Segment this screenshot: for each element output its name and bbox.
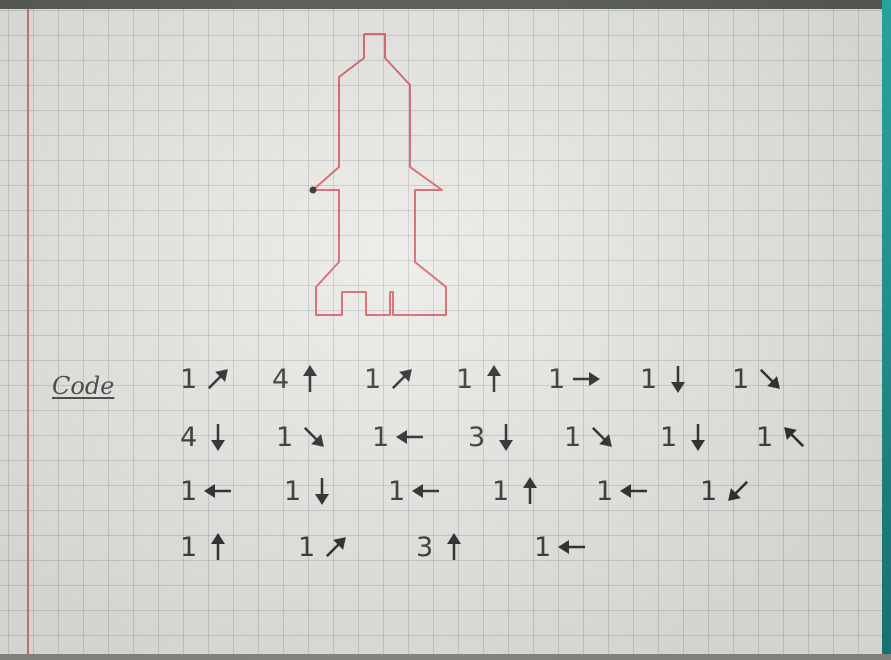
direction-arrow-up-icon [295,364,325,394]
step-count: 1 [180,364,197,395]
direction-arrow-se-icon [755,364,785,394]
direction-arrow-left-icon [557,532,587,562]
direction-arrow-right-icon [571,364,601,394]
code-step: 1 [596,476,649,507]
direction-arrow-sw-icon [723,476,753,506]
code-step: 1 [564,422,617,453]
step-count: 1 [456,364,473,395]
direction-arrow-down-icon [663,364,693,394]
direction-arrow-ne-icon [387,364,417,394]
code-step: 1 [534,532,587,563]
rocket-outline [313,34,446,315]
direction-arrow-nw-icon [779,422,809,452]
direction-arrow-left-icon [619,476,649,506]
step-count: 3 [468,422,485,453]
code-step: 1 [640,364,693,395]
step-count: 1 [388,476,405,507]
code-step: 1 [364,364,417,395]
direction-arrow-down-icon [683,422,713,452]
step-count: 3 [416,532,433,563]
code-row: 1 4 1 1 1 1 1 [0,362,891,396]
code-step: 1 [276,422,329,453]
step-count: 1 [564,422,581,453]
direction-arrow-left-icon [395,422,425,452]
code-step: 1 [456,364,509,395]
step-count: 4 [180,422,197,453]
code-step: 1 [388,476,441,507]
step-count: 1 [284,476,301,507]
code-step: 1 [372,422,425,453]
step-count: 1 [180,476,197,507]
step-count: 1 [660,422,677,453]
code-row: 4 1 1 3 1 1 1 [0,420,891,454]
step-count: 1 [596,476,613,507]
step-count: 1 [180,532,197,563]
code-step: 4 [272,364,325,395]
step-count: 1 [372,422,389,453]
step-count: 1 [640,364,657,395]
start-dot [310,187,317,194]
step-count: 1 [756,422,773,453]
direction-arrow-ne-icon [321,532,351,562]
code-step: 1 [660,422,713,453]
code-step: 1 [284,476,337,507]
code-step: 1 [732,364,785,395]
code-step: 1 [548,364,601,395]
step-count: 4 [272,364,289,395]
step-count: 1 [534,532,551,563]
step-count: 1 [732,364,749,395]
direction-arrow-down-icon [307,476,337,506]
code-row: 1 1 3 1 [0,530,891,564]
direction-arrow-se-icon [299,422,329,452]
step-count: 1 [548,364,565,395]
code-step: 1 [298,532,351,563]
direction-arrow-up-icon [203,532,233,562]
direction-arrow-down-icon [203,422,233,452]
direction-arrow-left-icon [411,476,441,506]
step-count: 1 [298,532,315,563]
direction-arrow-ne-icon [203,364,233,394]
code-row: 1 1 1 1 1 1 [0,474,891,508]
code-step: 1 [180,532,233,563]
direction-arrow-up-icon [439,532,469,562]
code-step: 1 [756,422,809,453]
code-step: 3 [468,422,521,453]
direction-arrow-up-icon [515,476,545,506]
direction-arrow-left-icon [203,476,233,506]
code-step: 1 [180,364,233,395]
code-step: 3 [416,532,469,563]
code-step: 1 [700,476,753,507]
code-step: 1 [180,476,233,507]
step-count: 1 [700,476,717,507]
direction-arrow-down-icon [491,422,521,452]
step-count: 1 [364,364,381,395]
code-step: 4 [180,422,233,453]
step-count: 1 [276,422,293,453]
step-count: 1 [492,476,509,507]
direction-arrow-se-icon [587,422,617,452]
code-step: 1 [492,476,545,507]
direction-arrow-up-icon [479,364,509,394]
